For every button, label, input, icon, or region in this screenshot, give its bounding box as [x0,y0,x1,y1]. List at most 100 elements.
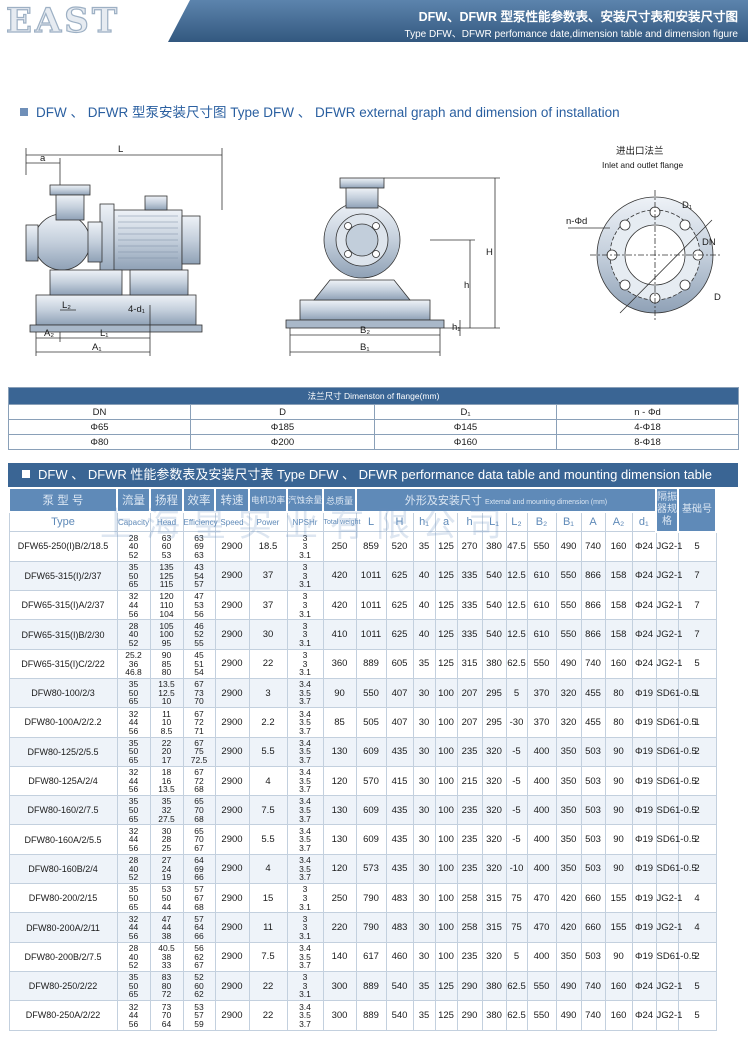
dimension-cell: 30 [412,795,436,826]
weight-cell: 420 [322,560,357,592]
weight-cell: 420 [322,590,357,621]
vibration-isolator-cell: SD61-0.5 [655,824,697,855]
dimension-cell: 540 [481,590,507,621]
dimension-cell: 315 [481,912,507,943]
dimension-cell: 740 [580,970,606,1002]
header-eff-cn: 效率 [182,487,216,513]
foundation-cell: 5 [677,648,717,679]
npsh-cell-value: 3 [302,570,308,581]
foundation-cell: 7 [677,619,717,650]
flow-cell-value: 28 [128,855,139,866]
header-dim-col: a [434,511,458,532]
efficiency-cell-value: 60 [194,980,204,991]
dimension-cell: 866 [580,560,606,592]
head-cell-value: 10 [161,696,172,707]
flow-cell-value: 35 [128,679,139,690]
vibration-isolator-cell: SD61-0.5 [655,795,697,826]
npsh-cell-value: 3.1 [299,989,311,1000]
label-h1: h₁ [452,322,461,333]
head-cell-value: 110 [159,599,174,610]
performance-title-text: DFW 、 DFWR 性能参数表及安装尺寸表 Type DFW 、 DFWR p… [38,467,713,482]
dimension-cell: 100 [434,824,458,855]
dimension-cell: 400 [526,736,557,767]
dimension-cell: 80 [604,677,633,709]
header-dim-col: L [355,511,387,532]
dimension-cell: 660 [580,883,606,914]
dimension-cell: 125 [434,619,458,650]
dimension-cell: 100 [434,853,458,885]
dimension-cell: Φ24 [631,648,657,679]
company-logo: EAST [0,0,190,42]
header-type-cn: 泵 型 号 [8,487,118,513]
dimension-cell: 1011 [355,619,387,650]
npsh-cell-value: 3 [302,980,308,991]
npsh-cell-value: 3.5 [299,805,311,816]
flow-cell-value: 65 [128,813,139,824]
efficiency-cell-value: 64 [194,922,204,933]
flow-cell-value: 56 [128,842,139,853]
label-B2: B₂ [360,325,370,336]
flange-cell: 8-Φ18 [555,434,740,450]
dimension-cell: 605 [385,648,414,679]
header-type-en: Type [8,511,118,532]
dimension-cell: 609 [355,736,387,767]
efficiency-cell-value: 57 [194,1010,204,1021]
dimension-cell: 370 [526,707,557,738]
weight-cell: 120 [322,765,357,797]
power-cell: 4 [248,765,288,797]
power-cell: 11 [248,912,288,943]
foundation-cell: 5 [677,970,717,1002]
efficiency-cell-value: 56 [194,608,204,619]
efficiency-cell-value: 69 [194,863,204,874]
efficiency-cell-value: 54 [194,667,204,678]
npsh-cell-value: 3.5 [299,687,311,698]
head-cell-value: 17 [161,755,172,766]
dimension-cell: 540 [385,970,414,1002]
flow-cell-value: 44 [128,717,139,728]
head-cell-value: 100 [159,629,174,640]
weight-cell: 130 [322,824,357,855]
head-cell-value: 47 [161,913,172,924]
flange-cell: Φ185 [190,419,375,435]
efficiency-cell-value: 72 [194,775,204,786]
dimension-cell: 420 [555,883,582,914]
flow-cell-value: 56 [128,1018,139,1029]
flange-cell: Φ145 [374,419,557,435]
header-dims-en: External and mounting dimension (mm) [484,499,608,506]
dimension-cell: 335 [456,560,483,592]
flow-cell-value: 28 [128,532,139,543]
head-cell-value: 22 [161,737,172,748]
efficiency-cell-value: 65 [194,796,204,807]
head-cell-value: 35 [161,796,172,807]
dimension-cell: 315 [456,648,483,679]
dimension-cell: 609 [355,795,387,826]
weight-cell: 120 [322,853,357,885]
dimension-cell: 859 [355,531,387,562]
efficiency-cell-value: 64 [194,855,204,866]
power-cell: 2.2 [248,707,288,738]
weight-cell: 90 [322,677,357,709]
efficiency-cell-value: 57 [194,884,204,895]
dimension-cell: 660 [580,912,606,943]
head-cell-value: 50 [161,892,172,903]
efficiency-cell-value: 66 [194,872,204,883]
logo-text: EAST [5,1,121,41]
flow-cell-value: 50 [128,805,139,816]
head-cell-value: 120 [159,591,174,602]
dimension-cell: 235 [456,736,483,767]
dimension-cell: 420 [555,912,582,943]
dimension-cell: 625 [385,619,414,650]
dimension-cell: 625 [385,590,414,621]
